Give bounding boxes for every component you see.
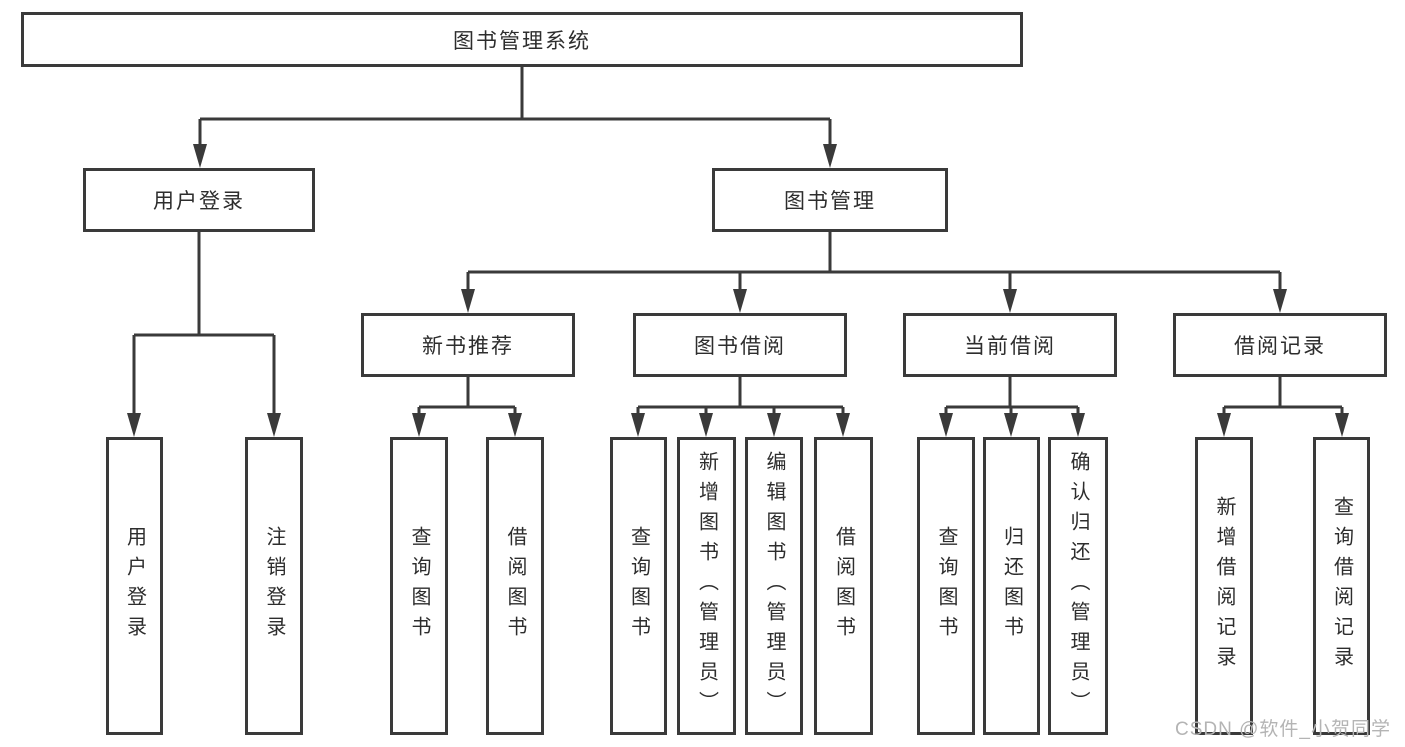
node-book-borrow: 图书借阅 [633, 313, 847, 377]
connector-line [636, 376, 845, 420]
node-leaf-logout: 注销登录 [245, 437, 303, 735]
node-current-borrow: 当前借阅 [903, 313, 1117, 377]
arrowhead-icon [1004, 413, 1018, 437]
connector-new-book-children [412, 376, 522, 437]
node-leaf-user-login: 用户登录 [106, 437, 163, 735]
arrowhead-icon [836, 413, 850, 437]
connector-line [466, 231, 1282, 296]
arrowhead-icon [823, 144, 837, 168]
node-leaf-query-books: 查询图书 [390, 437, 448, 735]
node-leaf-return-books: 归还图书 [983, 437, 1040, 735]
arrowhead-icon [631, 413, 645, 437]
arrowhead-icon [193, 144, 207, 168]
node-book-management: 图书管理 [712, 168, 948, 232]
node-leaf-add-books-admin: 新增图书（管理员） [677, 437, 736, 735]
node-leaf-query-books-3: 查询图书 [917, 437, 975, 735]
arrowhead-icon [767, 413, 781, 437]
arrowhead-icon [699, 413, 713, 437]
node-root-library-system: 图书管理系统 [21, 12, 1023, 67]
node-user-login: 用户登录 [83, 168, 315, 232]
node-new-book-recommend: 新书推荐 [361, 313, 575, 377]
node-leaf-borrow-books: 借阅图书 [486, 437, 544, 735]
arrowhead-icon [1071, 413, 1085, 437]
node-leaf-query-borrow-record: 查询借阅记录 [1313, 437, 1370, 735]
connector-line [198, 66, 832, 150]
arrowhead-icon [939, 413, 953, 437]
connector-book-mgmt-children [461, 231, 1287, 313]
arrowhead-icon [1217, 413, 1231, 437]
node-borrow-records: 借阅记录 [1173, 313, 1387, 377]
arrowhead-icon [1273, 289, 1287, 313]
arrowhead-icon [267, 413, 281, 437]
arrowhead-icon [508, 413, 522, 437]
connector-current-borrow-children [939, 376, 1085, 437]
node-leaf-confirm-return-admin: 确认归还（管理员） [1048, 437, 1108, 735]
node-leaf-borrow-books-2: 借阅图书 [814, 437, 873, 735]
arrowhead-icon [733, 289, 747, 313]
arrowhead-icon [1003, 289, 1017, 313]
node-leaf-query-books-2: 查询图书 [610, 437, 667, 735]
connector-line [132, 231, 276, 420]
arrowhead-icon [127, 413, 141, 437]
connector-book-borrow-children [631, 376, 850, 437]
arrowhead-icon [461, 289, 475, 313]
csdn-watermark: CSDN @软件_小贺同学 [1175, 719, 1391, 740]
node-leaf-add-borrow-record: 新增借阅记录 [1195, 437, 1253, 735]
connector-user-login-children [127, 231, 281, 437]
arrowhead-icon [412, 413, 426, 437]
node-leaf-edit-books-admin: 编辑图书（管理员） [745, 437, 803, 735]
connector-borrow-records-children [1217, 376, 1349, 437]
arrowhead-icon [1335, 413, 1349, 437]
connector-root-to-level2 [193, 66, 837, 168]
connector-line [417, 376, 517, 420]
connector-line [1222, 376, 1344, 420]
